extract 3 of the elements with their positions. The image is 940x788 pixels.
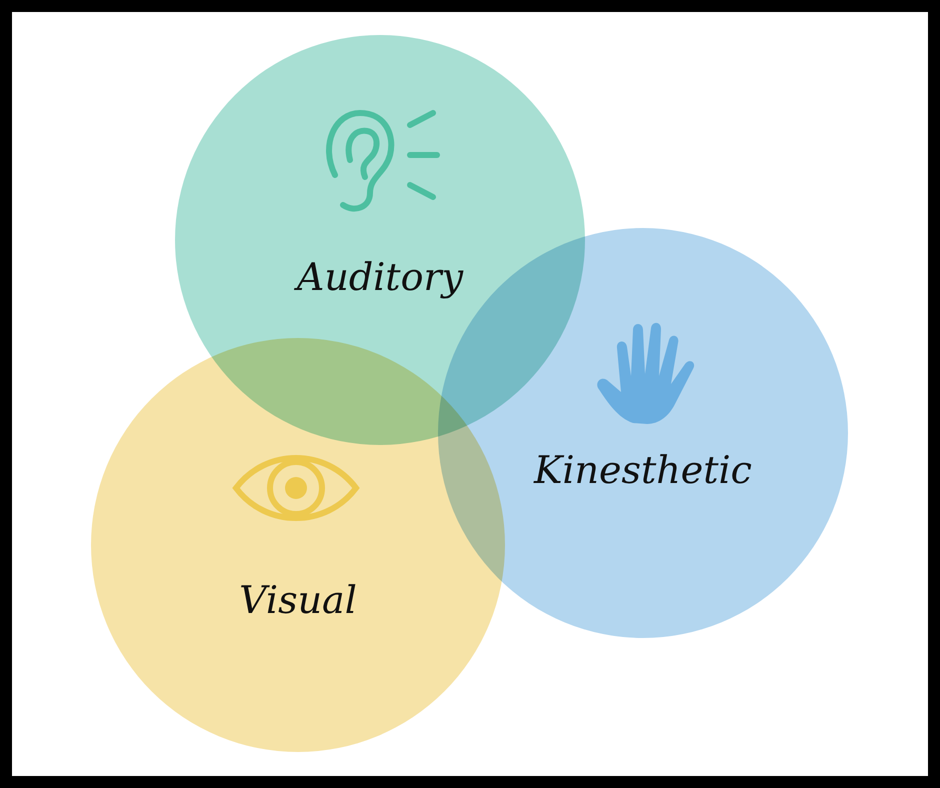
circle-label: Auditory xyxy=(296,255,464,299)
circle-label: Kinesthetic xyxy=(534,448,752,492)
circle-label: Visual xyxy=(239,578,357,622)
